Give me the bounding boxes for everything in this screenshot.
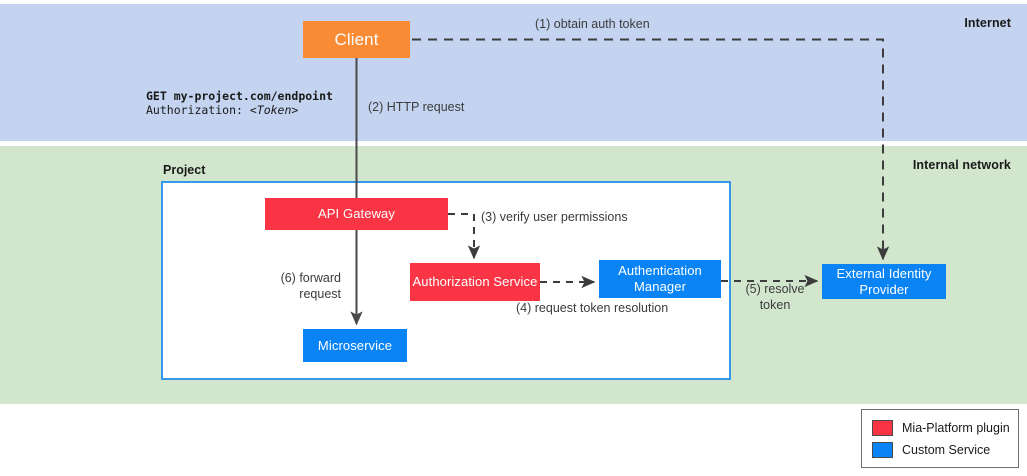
flow-label-step2: (2) HTTP request [368,100,465,114]
node-client[interactable]: Client [303,21,410,58]
legend-item-mia-platform-plugin: Mia-Platform plugin [872,417,1018,439]
node-authorization-service[interactable]: Authorization Service [410,263,540,301]
legend-label-custom-service: Custom Service [902,443,991,457]
legend-swatch-blue [872,442,893,458]
node-external-identity-provider[interactable]: External Identity Provider [822,264,946,299]
node-authentication-manager[interactable]: Authentication Manager [599,260,721,298]
authorization-header-prefix: Authorization: [146,103,250,117]
node-microservice[interactable]: Microservice [303,329,407,362]
legend: Mia-Platform plugin Custom Service [861,409,1019,468]
http-request-note: GET my-project.com/endpoint Authorizatio… [146,89,333,117]
flow-label-step3: (3) verify user permissions [481,210,628,224]
flow-label-step1: (1) obtain auth token [535,17,650,31]
zone-internet [0,4,1027,141]
authorization-header-token: <Token> [249,103,299,117]
zone-internet-label: Internet [964,16,1011,30]
legend-swatch-red [872,420,893,436]
flow-label-step6: (6) forward request [280,271,341,301]
legend-item-custom-service: Custom Service [872,439,1018,461]
zone-internal-network-label: Internal network [912,158,1011,172]
authorization-header-line: Authorization: <Token> [146,103,333,117]
http-request-line: GET my-project.com/endpoint [146,89,333,103]
project-boundary-label: Project [163,163,206,177]
flow-label-step5: (5) resolve token [745,282,805,312]
legend-label-mia-platform-plugin: Mia-Platform plugin [902,421,1010,435]
flow-label-step4: (4) request token resolution [516,301,669,315]
node-api-gateway[interactable]: API Gateway [265,198,448,230]
